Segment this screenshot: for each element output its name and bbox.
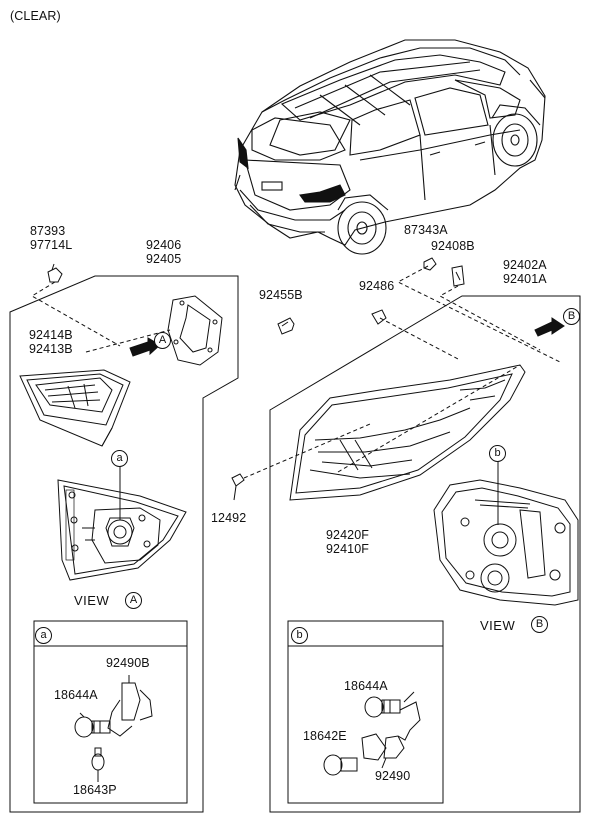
part-number-housing: 92414B <box>29 328 73 342</box>
part-number-inner-lamp-alt: 92405 <box>146 252 182 266</box>
part-number-clip-alt: 97714L <box>30 238 73 252</box>
variant-label: (CLEAR) <box>10 9 61 23</box>
part-number-outer-lamp: 92402A <box>503 258 547 272</box>
outer-lamp-lens <box>289 364 526 501</box>
part-number-outer-lamp-alt: 92401A <box>503 272 547 286</box>
part-number-lens-alt: 92410F <box>326 542 369 556</box>
part-number-bulb-a: 18644A <box>54 688 98 702</box>
view-a-marker: A <box>154 332 171 349</box>
part-number-screw: 12492 <box>211 511 247 525</box>
view-a-caption-marker: A <box>125 592 142 609</box>
part-number-grommet: 92486 <box>359 279 395 293</box>
grommet-part <box>371 309 387 325</box>
screw-part <box>231 423 371 501</box>
clip-part <box>47 263 63 283</box>
bulb-a-marker: a <box>111 450 128 467</box>
bolt-part <box>277 317 295 335</box>
right-assembly-frame <box>269 265 581 813</box>
part-number-bulb-b-top: 18644A <box>344 679 388 693</box>
part-number-nut: 87343A <box>404 223 448 237</box>
view-b-illustration <box>433 460 579 606</box>
detail-a-tag: a <box>35 627 52 644</box>
part-number-side-bulb: 18643P <box>73 783 117 797</box>
part-number-inner-lamp: 92406 <box>146 238 182 252</box>
nut-part <box>423 257 465 287</box>
part-number-lens: 92420F <box>326 528 369 542</box>
detail-box-b <box>287 620 444 804</box>
vehicle-illustration <box>234 39 546 255</box>
view-b-caption-marker: B <box>531 616 548 633</box>
detail-box-a <box>33 620 188 804</box>
gasket-part <box>167 295 223 366</box>
view-a-illustration <box>57 465 187 581</box>
view-b-marker: B <box>563 308 580 325</box>
view-a-caption: VIEW <box>74 593 110 608</box>
bulb-b-marker: b <box>489 445 506 462</box>
part-number-bolt: 92455B <box>259 288 303 302</box>
part-number-clip: 87393 <box>30 224 66 238</box>
part-number-bulb-b-bottom: 18642E <box>303 729 347 743</box>
part-number-housing-alt: 92413B <box>29 342 73 356</box>
view-b-caption: VIEW <box>480 618 516 633</box>
view-a-arrow <box>129 337 161 357</box>
part-number-nut-alt: 92408B <box>431 239 475 253</box>
detail-b-tag: b <box>291 627 308 644</box>
part-number-socket-b: 92490 <box>375 769 411 783</box>
inner-lamp-housing <box>19 369 131 447</box>
view-b-arrow <box>534 317 565 337</box>
part-number-socket-a: 92490B <box>106 656 150 670</box>
